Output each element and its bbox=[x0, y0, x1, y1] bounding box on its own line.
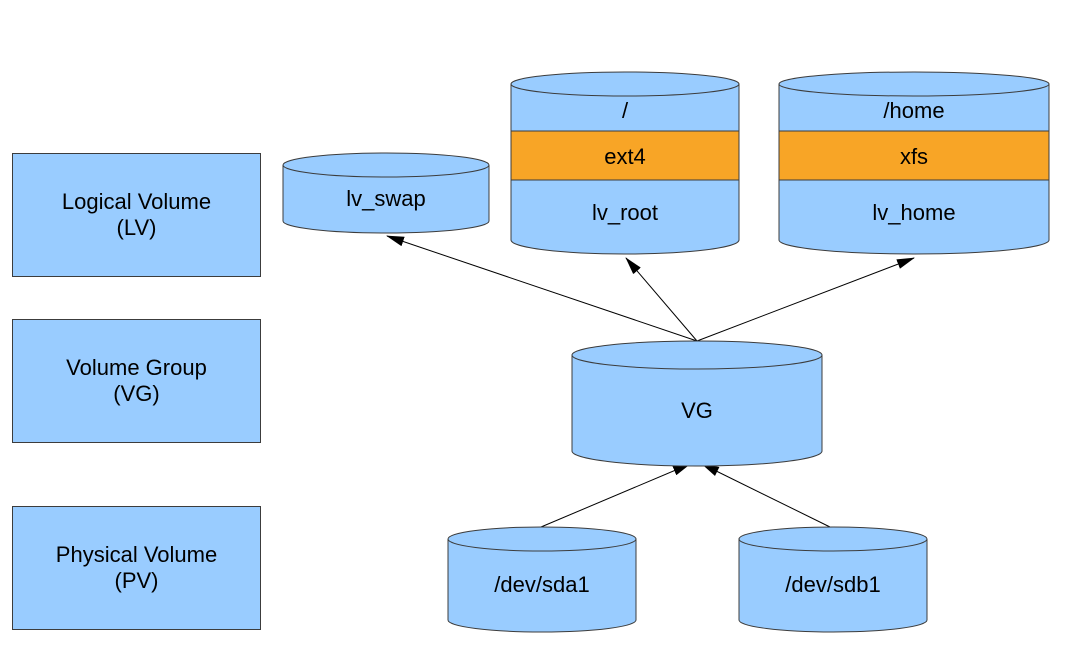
legend-volume-group: Volume Group (VG) bbox=[12, 319, 261, 443]
lv-home-cylinder: /home xfs lv_home bbox=[778, 71, 1050, 255]
lv-swap-cylinder: lv_swap bbox=[282, 152, 490, 234]
arrow-vg-to-lv-home bbox=[696, 257, 915, 342]
lv-swap-label: lv_swap bbox=[346, 186, 425, 211]
vg-cylinder: VG bbox=[571, 340, 823, 467]
arrow-sdb1-to-vg bbox=[701, 463, 831, 528]
vg-to-lv-arrows bbox=[386, 235, 915, 342]
pv-sda1-cylinder: /dev/sda1 bbox=[447, 526, 637, 633]
lv-root-filesystem-band bbox=[511, 131, 739, 180]
legend-physical-volume: Physical Volume (PV) bbox=[12, 506, 261, 630]
arrow-vg-to-lv-swap bbox=[386, 235, 698, 342]
lv-root-cylinder: / ext4 lv_root bbox=[510, 71, 740, 255]
legend-pv-abbrev: (PV) bbox=[114, 568, 159, 593]
arrow-vg-to-lv-root bbox=[625, 257, 698, 342]
legend-lv-abbrev: (LV) bbox=[116, 215, 157, 240]
pv-sda1-label: /dev/sda1 bbox=[494, 572, 589, 597]
legend-pv-title: Physical Volume bbox=[55, 542, 218, 568]
pv-sdb1-label: /dev/sdb1 bbox=[785, 572, 880, 597]
lv-home-mount-label: /home bbox=[883, 98, 944, 123]
legend-logical-volume: Logical Volume (LV) bbox=[12, 153, 261, 277]
lv-root-fs-label: ext4 bbox=[604, 144, 646, 169]
legend-lv-title: Logical Volume bbox=[61, 189, 212, 215]
vg-label: VG bbox=[681, 398, 713, 423]
lv-home-fs-label: xfs bbox=[900, 144, 928, 169]
lv-home-label: lv_home bbox=[872, 200, 955, 225]
legend-vg-title: Volume Group bbox=[66, 355, 207, 381]
lv-root-label: lv_root bbox=[592, 200, 658, 225]
arrow-sda1-to-vg bbox=[540, 463, 691, 528]
pv-sdb1-cylinder: /dev/sdb1 bbox=[738, 526, 928, 633]
pv-to-vg-arrows bbox=[540, 463, 831, 528]
legend-vg-abbrev: (VG) bbox=[113, 381, 160, 406]
lv-home-filesystem-band bbox=[779, 131, 1049, 180]
lv-root-mount-label: / bbox=[622, 98, 629, 123]
